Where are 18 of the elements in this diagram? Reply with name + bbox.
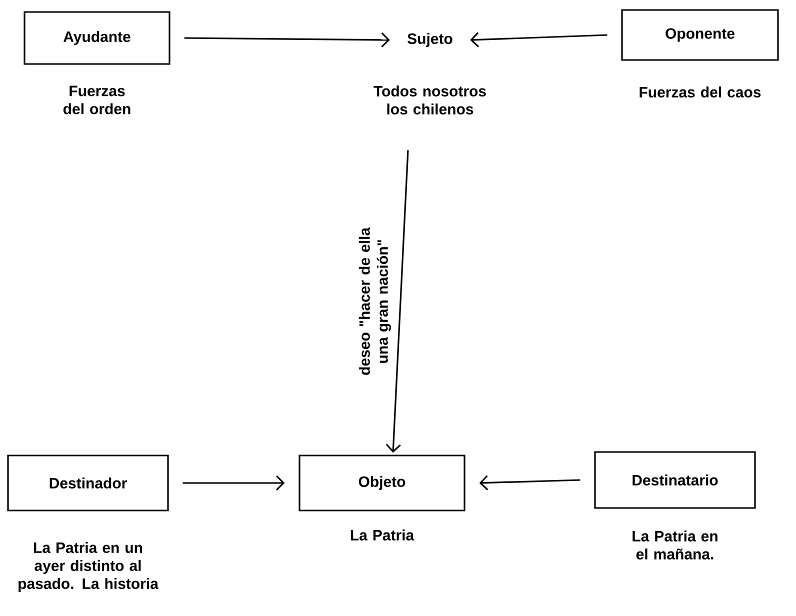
- arrow: [470, 32, 608, 48]
- caption-text: La Patria en un ayer distinto al pasado. La historia: [18, 542, 159, 592]
- label-box: Destinador: [7, 454, 169, 512]
- arrow: [479, 475, 580, 490]
- caption-text: La Patria en el mañana.: [632, 530, 718, 560]
- arrow: [184, 32, 390, 48]
- caption-text: Fuerzas del orden: [63, 86, 130, 114]
- label-box: Objeto: [298, 454, 466, 512]
- label-box: Destinatario: [594, 451, 756, 509]
- label-box: Oponente: [621, 9, 779, 61]
- arrow: [386, 150, 409, 453]
- edge-label: deseo "hacer de ella una gran nación": [358, 227, 391, 375]
- node-label: Sujeto: [408, 33, 452, 47]
- caption-text: La Patria: [350, 529, 414, 540]
- arrow: [182, 475, 285, 491]
- label-box: Ayudante: [24, 11, 170, 65]
- caption-text: Fuerzas del caos: [640, 86, 761, 98]
- caption-text: Todos nosotros los chilenos: [374, 86, 486, 114]
